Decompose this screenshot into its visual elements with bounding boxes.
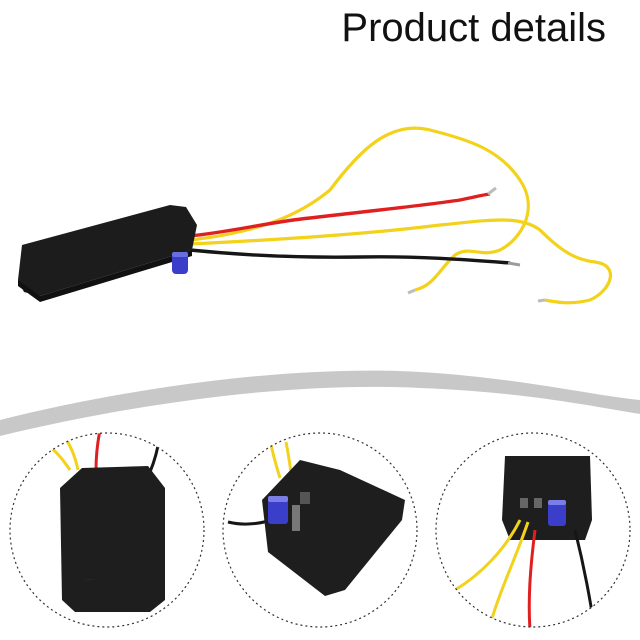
yellow-wire-1 bbox=[189, 126, 530, 292]
red-wire bbox=[189, 192, 491, 238]
capacitor bbox=[172, 252, 188, 274]
capacitor-closeup bbox=[268, 496, 288, 524]
housing-open bbox=[262, 460, 405, 596]
housing-front bbox=[502, 456, 592, 540]
detail-view-components bbox=[222, 432, 418, 628]
page-title: Product details bbox=[341, 6, 606, 50]
detail-view-back: ...... bbox=[9, 432, 205, 628]
swoosh-divider bbox=[0, 370, 640, 436]
housing-back bbox=[60, 466, 165, 612]
black-wire bbox=[189, 248, 511, 265]
controller-housing bbox=[18, 205, 197, 296]
yellow-wire-2 bbox=[189, 218, 613, 305]
svg-text:......: ...... bbox=[86, 576, 94, 582]
detail-view-front bbox=[435, 432, 631, 628]
main-product-image bbox=[18, 126, 613, 305]
